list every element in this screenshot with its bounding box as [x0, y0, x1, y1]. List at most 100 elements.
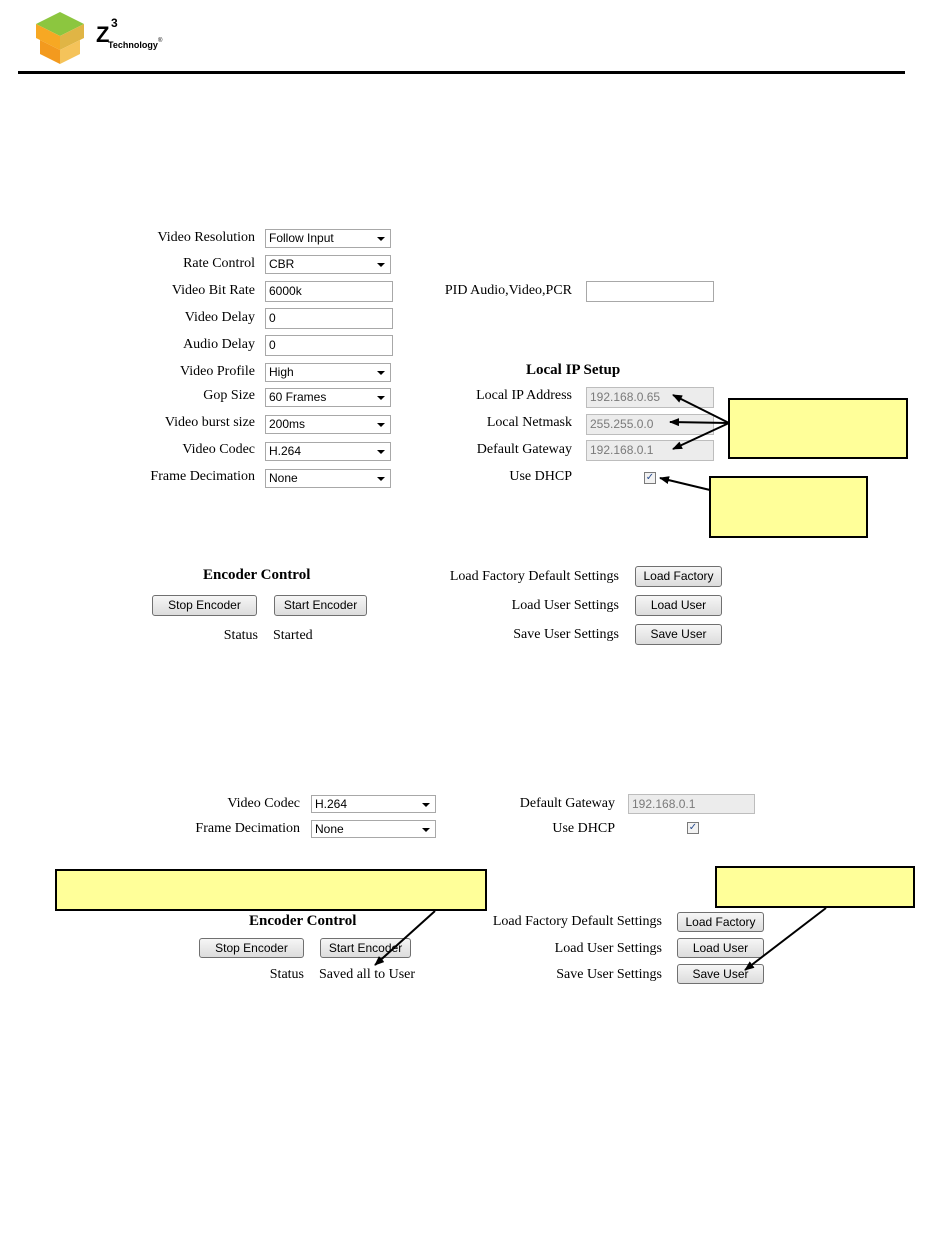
label-video-resolution: Video Resolution [157, 230, 255, 245]
label-video-delay: Video Delay [184, 310, 255, 325]
label-video-burst-size: Video burst size [164, 415, 255, 430]
start-encoder-button[interactable]: Start Encoder [274, 595, 367, 616]
default-gateway-input-2[interactable]: 192.168.0.1 [628, 794, 755, 814]
label-local-netmask: Local Netmask [486, 415, 572, 430]
status-label-2: Status [269, 967, 304, 982]
gop-size-value: 60 Frames [269, 390, 327, 404]
audio-delay-value: 0 [269, 338, 276, 352]
logo-registered: ® [158, 38, 163, 44]
chevron-down-icon [377, 237, 385, 241]
label-video-codec-2: Video Codec [227, 796, 300, 811]
chevron-down-icon [377, 371, 385, 375]
load-user-text: Load User Settings [511, 598, 619, 613]
save-user-text-2: Save User Settings [556, 967, 662, 982]
rate-control-value: CBR [269, 257, 295, 271]
local-ip-setup-title: Local IP Setup [526, 362, 621, 378]
status-value: Started [273, 628, 313, 643]
audio-delay-input[interactable]: 0 [265, 335, 393, 356]
label-rate-control: Rate Control [183, 256, 255, 271]
label-audio-delay: Audio Delay [183, 337, 255, 352]
label-default-gateway: Default Gateway [476, 442, 572, 457]
video-codec-select[interactable]: H.264 [265, 442, 391, 461]
encoder-control-title-2: Encoder Control [249, 913, 357, 929]
video-codec-value: H.264 [269, 444, 302, 458]
load-factory-text: Load Factory Default Settings [449, 569, 619, 584]
label-frame-decimation: Frame Decimation [150, 469, 255, 484]
stop-encoder-button[interactable]: Stop Encoder [152, 595, 257, 616]
gop-size-select[interactable]: 60 Frames [265, 388, 391, 407]
logo-letter: Z [96, 22, 110, 47]
video-profile-select[interactable]: High [265, 363, 391, 382]
label-video-bit-rate: Video Bit Rate [171, 283, 255, 298]
status-value-2: Saved all to User [319, 967, 416, 982]
label-use-dhcp: Use DHCP [509, 469, 572, 484]
load-factory-button-2[interactable]: Load Factory [677, 912, 764, 932]
chevron-down-icon [422, 828, 430, 832]
save-user-text: Save User Settings [513, 627, 619, 642]
load-factory-text-2: Load Factory Default Settings [492, 914, 662, 929]
load-user-text-2: Load User Settings [554, 941, 662, 956]
frame-decimation-value: None [269, 471, 298, 485]
video-bit-rate-input[interactable]: 6000k [265, 281, 393, 302]
chevron-down-icon [377, 396, 385, 400]
status-label: Status [223, 628, 258, 643]
label-frame-decimation-clip: Frame Decimation [150, 468, 256, 488]
video-codec-select-2[interactable]: H.264 [311, 795, 436, 813]
default-gateway-input[interactable]: 192.168.0.1 [586, 440, 714, 461]
callout-ip-fields [728, 398, 908, 459]
cube-logo-icon [36, 12, 84, 64]
label-local-ip-address: Local IP Address [476, 388, 572, 403]
encoder-control-title: Encoder Control [203, 567, 311, 583]
logo-word: Technology [108, 40, 158, 50]
label-use-dhcp-2: Use DHCP [552, 821, 615, 836]
frame-decimation-select[interactable]: None [265, 469, 391, 488]
load-user-button-2[interactable]: Load User [677, 938, 764, 958]
chevron-down-icon [422, 803, 430, 807]
label-pid-audio-video-pcr: PID Audio,Video,PCR [444, 283, 572, 298]
chevron-down-icon [377, 423, 385, 427]
start-encoder-button-2[interactable]: Start Encoder [320, 938, 411, 958]
callout-status [55, 869, 487, 911]
video-bit-rate-value: 6000k [269, 284, 302, 298]
local-netmask-input[interactable]: 255.255.0.0 [586, 414, 714, 435]
load-user-button[interactable]: Load User [635, 595, 722, 616]
save-user-button-2[interactable]: Save User [677, 964, 764, 984]
load-factory-button[interactable]: Load Factory [635, 566, 722, 587]
frame-decimation-select-2[interactable]: None [311, 820, 436, 838]
video-codec-value-2: H.264 [315, 797, 348, 811]
label-video-codec: Video Codec [182, 442, 255, 457]
local-netmask-value: 255.255.0.0 [590, 417, 654, 431]
default-gateway-value: 192.168.0.1 [590, 443, 654, 457]
chevron-down-icon [377, 477, 385, 481]
header-rule [18, 71, 905, 74]
logo: Z 3 Technology ® [30, 4, 170, 68]
callout-use-dhcp [709, 476, 868, 538]
use-dhcp-checkbox[interactable]: ✓ [644, 472, 656, 484]
rate-control-select[interactable]: CBR [265, 255, 391, 274]
local-ip-address-input[interactable]: 192.168.0.65 [586, 387, 714, 408]
chevron-down-icon [377, 263, 385, 267]
default-gateway-value-2: 192.168.0.1 [632, 797, 696, 811]
logo-superscript: 3 [111, 16, 118, 30]
video-burst-size-value: 200ms [269, 417, 306, 431]
checkmark-icon: ✓ [645, 472, 655, 483]
callout-save-user [715, 866, 915, 908]
label-video-profile: Video Profile [180, 364, 255, 379]
label-default-gateway-2: Default Gateway [519, 796, 615, 811]
video-resolution-select[interactable]: Follow Input [265, 229, 391, 248]
label-gop-size: Gop Size [203, 388, 255, 403]
label-frame-decimation-2: Frame Decimation [195, 821, 300, 836]
video-delay-input[interactable]: 0 [265, 308, 393, 329]
checkmark-icon: ✓ [688, 822, 698, 833]
local-ip-address-value: 192.168.0.65 [590, 390, 661, 404]
use-dhcp-checkbox-2[interactable]: ✓ [687, 822, 699, 834]
pid-input[interactable] [586, 281, 714, 302]
video-resolution-value: Follow Input [269, 231, 334, 245]
video-burst-size-select[interactable]: 200ms [265, 415, 391, 434]
frame-decimation-value-2: None [315, 822, 344, 836]
save-user-button[interactable]: Save User [635, 624, 722, 645]
stop-encoder-button-2[interactable]: Stop Encoder [199, 938, 304, 958]
arrow-to-dhcp [659, 476, 711, 491]
chevron-down-icon [377, 450, 385, 454]
